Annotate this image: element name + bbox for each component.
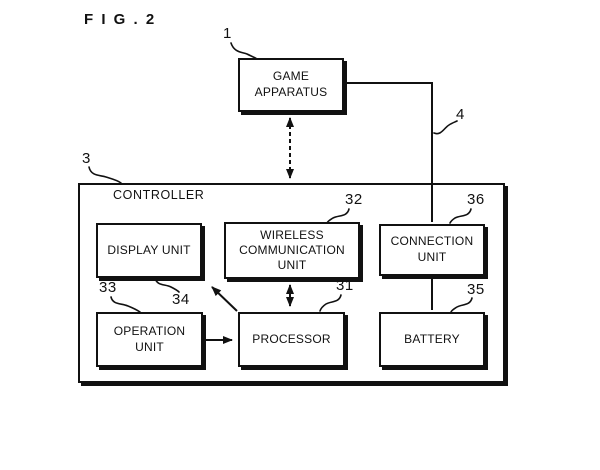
leader-ref-1 — [230, 42, 258, 60]
processor-to-display-arrow — [211, 286, 238, 312]
wired-connection-line — [344, 82, 433, 222]
ref-numeral-processor: 31 — [336, 277, 354, 294]
game-apparatus-block: GAME APPARATUS — [238, 58, 344, 112]
ref-numeral-game-apparatus: 1 — [223, 25, 232, 42]
leader-ref-3 — [88, 166, 122, 184]
operation-unit-block: OPERATION UNIT — [96, 312, 203, 367]
connection-unit-block: CONNECTION UNIT — [379, 224, 485, 276]
connection-unit-label: CONNECTION UNIT — [390, 234, 474, 264]
game-apparatus-label: GAME APPARATUS — [254, 69, 328, 99]
battery-label: BATTERY — [404, 331, 460, 346]
leader-ref-32 — [326, 208, 350, 224]
processor-label: PROCESSOR — [252, 331, 331, 346]
leader-ref-31 — [319, 294, 342, 312]
ref-numeral-display-unit: 34 — [172, 291, 190, 308]
controller-block — [78, 183, 505, 383]
display-unit-label: DISPLAY UNIT — [107, 242, 191, 257]
ref-numeral-connection-unit: 36 — [467, 191, 485, 208]
operation-unit-label: OPERATION UNIT — [113, 323, 186, 354]
processor-block: PROCESSOR — [238, 312, 345, 367]
ref-numeral-wire: 4 — [456, 106, 465, 123]
ref-numeral-wireless-communication-unit: 32 — [345, 191, 363, 208]
wireless-communication-unit-block: WIRELESS COMMUNICATION UNIT — [224, 222, 360, 279]
leader-ref-35 — [450, 297, 473, 313]
ref-numeral-operation-unit: 33 — [99, 279, 117, 296]
controller-label: CONTROLLER — [113, 188, 205, 202]
display-unit-block: DISPLAY UNIT — [96, 223, 202, 278]
ref-numeral-battery: 35 — [467, 281, 485, 298]
leader-ref-33 — [110, 296, 141, 313]
leader-ref-36 — [449, 208, 472, 224]
ref-numeral-controller: 3 — [82, 150, 91, 167]
leader-ref-34 — [154, 277, 180, 293]
battery-block: BATTERY — [379, 312, 485, 367]
wireless-communication-unit-label: WIRELESS COMMUNICATION UNIT — [239, 228, 345, 272]
figure-title: F I G . 2 — [84, 11, 157, 28]
leader-ref-4 — [433, 120, 458, 135]
